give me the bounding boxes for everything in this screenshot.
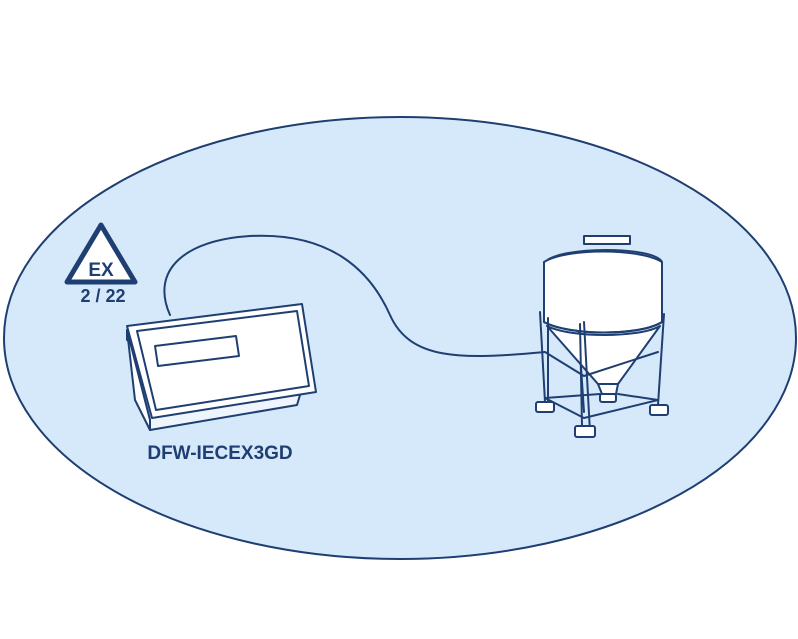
hazard-zone-ellipse — [3, 116, 797, 560]
zone-classification-text: 2 / 22 — [80, 286, 125, 306]
weighing-terminal-icon — [126, 303, 317, 431]
cable-icon — [163, 234, 546, 358]
silo-hopper-icon — [535, 235, 669, 438]
ex-symbol-text: EX — [88, 260, 114, 281]
device-label: DFW-IECEX3GD — [147, 443, 292, 464]
ex-triangle-icon: EX — [64, 222, 138, 285]
